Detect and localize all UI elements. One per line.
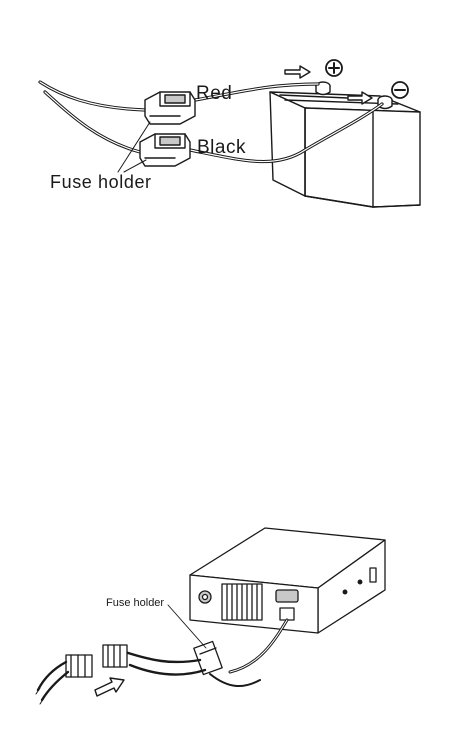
accessory-port <box>276 590 298 602</box>
power-connector-female <box>103 645 127 667</box>
fuse-holder-label-bottom: Fuse holder <box>106 598 164 609</box>
power-socket <box>280 608 294 620</box>
power-connector-male <box>66 655 92 677</box>
fuse-holder-bottom <box>194 641 222 674</box>
heat-sink <box>222 584 262 620</box>
right-arrow-icon <box>95 678 124 696</box>
